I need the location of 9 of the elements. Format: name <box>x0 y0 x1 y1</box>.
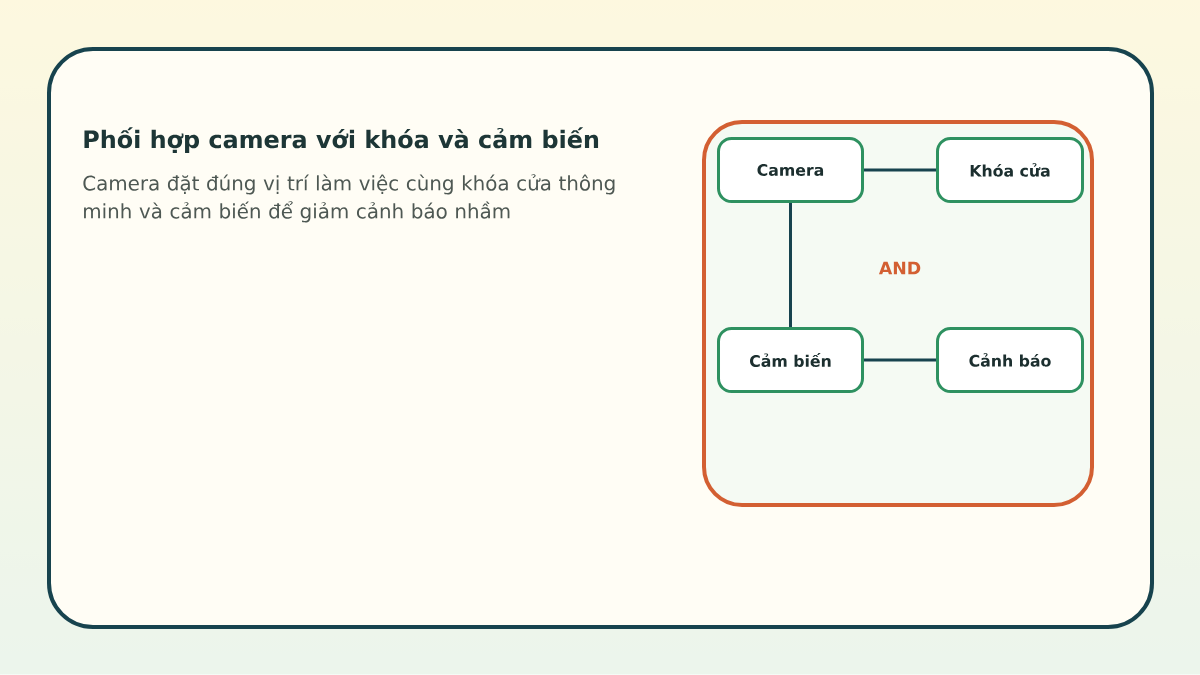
device-box: Cảm biến <box>717 327 864 393</box>
connector-line <box>864 168 936 172</box>
device-box: Khóa cửa <box>936 137 1084 203</box>
description-text: Camera đặt đúng vị trí làm việc cùng khóa cửa thông minh và cảm biến để giảm cảnh báo nhầm <box>83 174 615 223</box>
device-box: Cảnh báo <box>936 327 1084 393</box>
device-box: Camera <box>717 137 864 203</box>
connector-line <box>864 358 936 362</box>
connector-line <box>789 203 792 327</box>
title: Phối hợp camera với khóa và cảm biến <box>84 127 599 154</box>
